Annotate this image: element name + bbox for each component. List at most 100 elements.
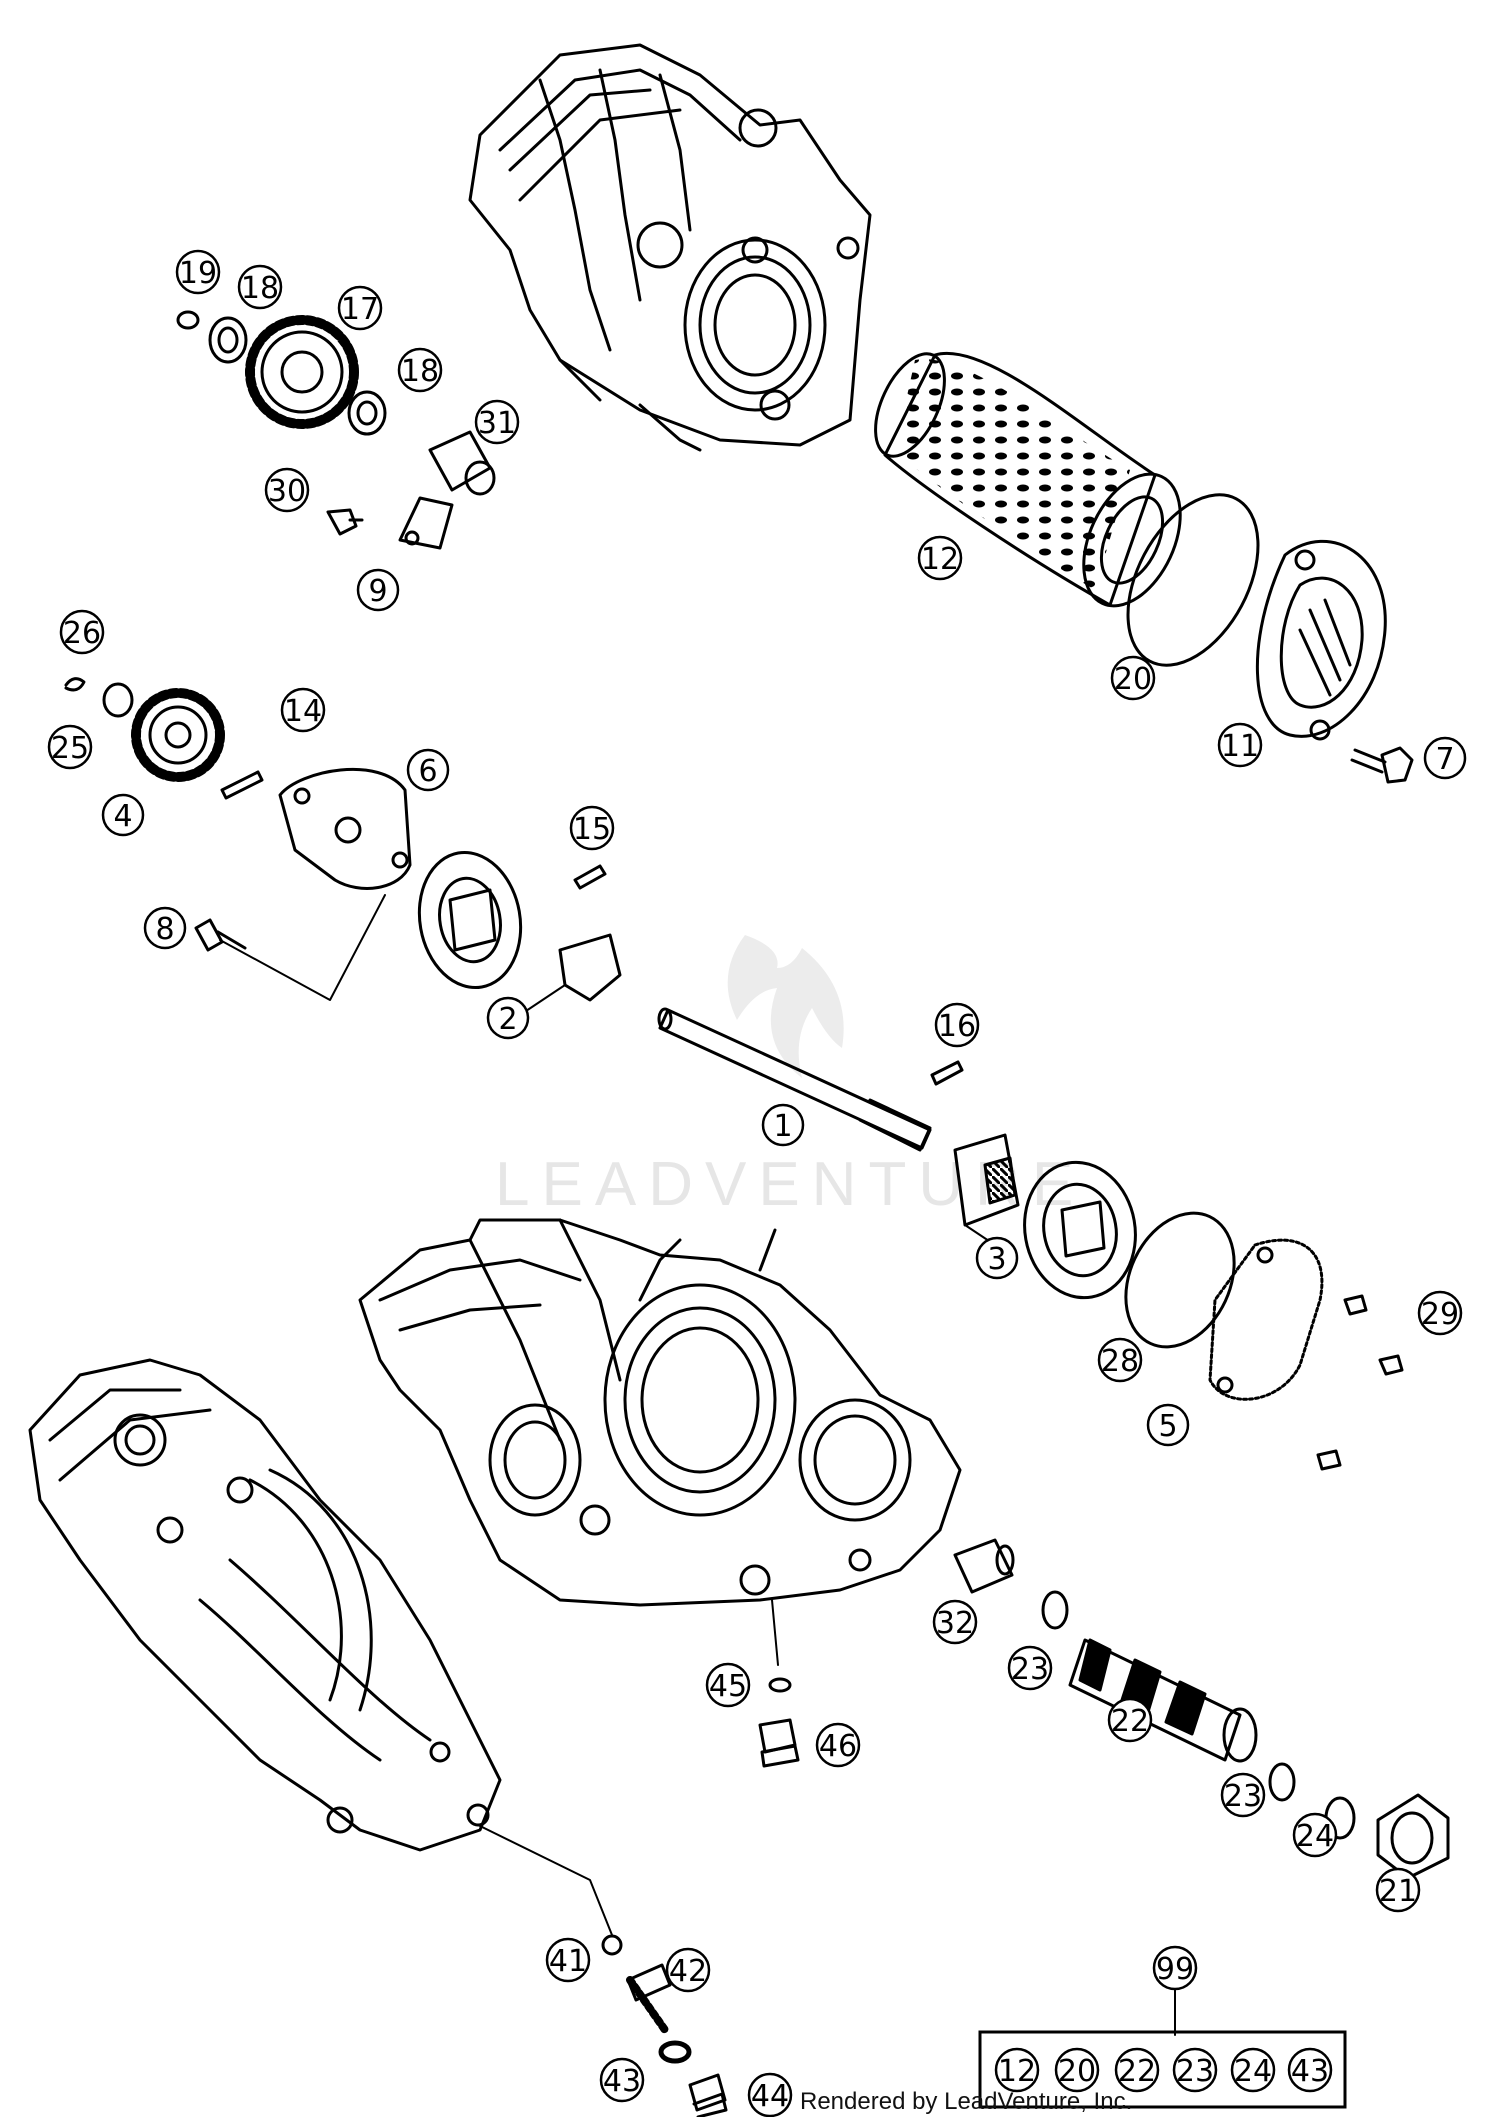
washer-18-b-hole — [356, 400, 378, 426]
callout-21: 21 — [1375, 1867, 1421, 1913]
svg-text:23: 23 — [1011, 1652, 1049, 1687]
callout-5: 5 — [1146, 1403, 1190, 1447]
svg-text:14: 14 — [284, 694, 322, 729]
callout-46: 46 — [815, 1722, 861, 1768]
o-ring-28 — [1124, 1211, 1236, 1349]
svg-text:46: 46 — [819, 1729, 857, 1764]
callout-32: 32 — [932, 1599, 978, 1645]
callout-19: 19 — [175, 249, 221, 295]
svg-text:20: 20 — [1058, 2054, 1096, 2089]
bolt-8 — [194, 918, 247, 952]
svg-text:4: 4 — [113, 799, 132, 834]
svg-text:22: 22 — [1118, 2054, 1156, 2089]
pump-rotor-2 — [417, 850, 622, 1002]
svg-text:44: 44 — [751, 2079, 789, 2114]
callout-6: 6 — [406, 748, 450, 792]
svg-text:28: 28 — [1101, 1344, 1139, 1379]
callout-99: 99 — [1152, 1945, 1198, 1991]
svg-text:22: 22 — [1111, 1704, 1149, 1739]
washer-25 — [102, 682, 134, 718]
callout-24: 24 — [1292, 1812, 1338, 1858]
pump-rotor-3 — [953, 1133, 1137, 1300]
kit-item: 43 — [1287, 2047, 1333, 2093]
svg-text:26: 26 — [63, 616, 101, 651]
kit-item: 24 — [1230, 2047, 1276, 2093]
svg-text:12: 12 — [998, 2054, 1036, 2089]
callout-25: 25 — [47, 724, 93, 770]
callout-14: 14 — [280, 687, 326, 733]
callout-45: 45 — [705, 1662, 751, 1708]
gear-4 — [131, 688, 225, 782]
svg-text:30: 30 — [268, 474, 306, 509]
svg-text:18: 18 — [241, 271, 279, 306]
callout-22: 22 — [1107, 1697, 1153, 1743]
kit-item: 23 — [1172, 2047, 1218, 2093]
kit-item: 20 — [1054, 2047, 1100, 2093]
lower-crankcase — [28, 1358, 502, 1852]
callout-28: 28 — [1097, 1337, 1143, 1383]
callout-30: 30 — [264, 467, 310, 513]
circlip-26 — [64, 677, 86, 692]
svg-text:16: 16 — [938, 1009, 976, 1044]
upper-crankcase — [468, 43, 872, 452]
leader-45 — [771, 1599, 779, 1666]
callout-20: 20 — [1110, 655, 1156, 701]
callout-17: 17 — [337, 285, 383, 331]
svg-text:25: 25 — [51, 731, 89, 766]
callout-18-a: 18 — [237, 264, 283, 310]
svg-text:9: 9 — [368, 574, 387, 609]
filter-cover — [1255, 539, 1387, 741]
callout-26: 26 — [59, 609, 105, 655]
pin-16 — [930, 1060, 964, 1086]
svg-text:23: 23 — [1176, 2054, 1214, 2089]
svg-text:3: 3 — [987, 1242, 1006, 1277]
svg-text:43: 43 — [603, 2064, 641, 2099]
callout-7: 7 — [1423, 736, 1467, 780]
middle-crankcase — [358, 1218, 962, 1607]
callout-2: 2 — [486, 996, 530, 1040]
svg-text:23: 23 — [1224, 1779, 1262, 1814]
svg-text:17: 17 — [341, 292, 379, 327]
callout-23-b: 23 — [1220, 1772, 1266, 1818]
callout-42: 42 — [665, 1947, 711, 1993]
pin-14 — [220, 770, 264, 800]
pump-cover-6 — [278, 768, 412, 890]
plug-46 — [758, 1718, 800, 1768]
callout-11: 11 — [1217, 722, 1263, 768]
bushing-31 — [428, 430, 496, 496]
spring-42 — [626, 1963, 672, 2034]
washer-18-b — [347, 390, 387, 436]
callout-43: 43 — [599, 2057, 645, 2103]
callout-1: 1 — [761, 1103, 805, 1147]
kit-item: 22 — [1114, 2047, 1160, 2093]
svg-text:43: 43 — [1291, 2054, 1329, 2089]
leader-8-6 — [219, 894, 386, 1001]
svg-text:8: 8 — [155, 912, 174, 947]
svg-text:15: 15 — [573, 812, 611, 847]
washer-18-a-hole — [217, 326, 239, 354]
valve-32 — [953, 1538, 1015, 1594]
svg-text:32: 32 — [936, 1606, 974, 1641]
svg-text:31: 31 — [478, 406, 516, 441]
washer-18-a — [208, 316, 248, 364]
screw-30 — [326, 508, 364, 536]
callout-44: 44 — [747, 2072, 793, 2117]
leader-41 — [477, 1824, 613, 1936]
svg-text:41: 41 — [549, 1944, 587, 1979]
oil-filter — [874, 351, 1182, 608]
circlip-19 — [176, 310, 200, 330]
callout-18-b: 18 — [397, 347, 443, 393]
pump-shaft-1 — [657, 1007, 932, 1152]
kit-box — [978, 2030, 1347, 2109]
callout-8: 8 — [143, 906, 187, 950]
svg-text:11: 11 — [1221, 729, 1259, 764]
svg-text:21: 21 — [1379, 1874, 1417, 1909]
callout-12: 12 — [917, 535, 963, 581]
svg-text:2: 2 — [498, 1002, 517, 1037]
plug-44 — [688, 2073, 728, 2117]
svg-text:12: 12 — [921, 542, 959, 577]
callout-29: 29 — [1417, 1290, 1463, 1336]
o-ring-20 — [1126, 493, 1260, 667]
svg-text:24: 24 — [1296, 1819, 1334, 1854]
